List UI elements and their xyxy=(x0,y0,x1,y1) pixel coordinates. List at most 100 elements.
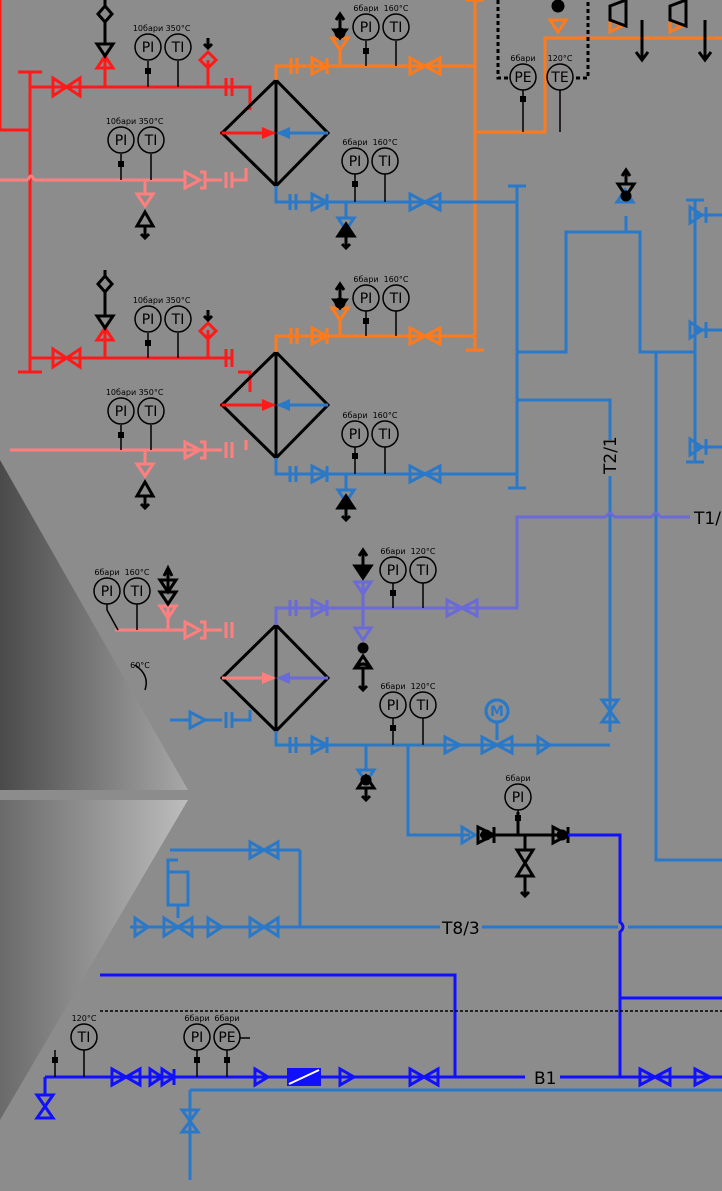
pi-red-2-label: PI xyxy=(142,312,155,328)
ti-pink-3-label: TI xyxy=(130,584,144,600)
pe-b1-rating: 6бари xyxy=(214,1014,239,1023)
ti-red-2-rating: 350°C xyxy=(166,296,191,305)
violet-lines xyxy=(274,511,690,628)
pi-red-2-bubble xyxy=(134,305,162,333)
ti-blue-3-label: TI xyxy=(416,698,430,714)
ti-pink-1-bubble xyxy=(137,126,165,154)
pi-pink-3-bubble xyxy=(93,577,121,605)
ti-orange-1-label: TI xyxy=(389,20,403,36)
flow-meter-mark xyxy=(288,1069,320,1085)
pi-orange-2-label: PI xyxy=(360,291,373,307)
partial-temp-rating: 60°C xyxy=(130,661,150,670)
pi-violet-bubble xyxy=(379,556,407,584)
pe-b1-label: PE xyxy=(218,1030,235,1046)
te-top-bubble xyxy=(546,63,574,91)
pi-pink-1-rating: 10бари xyxy=(106,117,136,126)
pi-b1-bubble xyxy=(183,1023,211,1051)
pi-pink-2-bubble xyxy=(107,397,135,425)
motor-label: M xyxy=(490,704,504,720)
tee-assembly xyxy=(476,812,572,899)
ti-pink-2-rating: 350°C xyxy=(139,388,164,397)
pi-pink-2-rating: 10бари xyxy=(106,388,136,397)
line-label-t2-1: T2/1 xyxy=(601,436,621,475)
ti-blue-2-label: TI xyxy=(378,427,392,443)
red-valves xyxy=(51,49,234,370)
ti-blue-1-rating: 160°C xyxy=(373,138,398,147)
instrument-taps xyxy=(54,41,561,1077)
ti-b1-bubble xyxy=(70,1023,98,1051)
pi-b1-rating: 6бари xyxy=(184,1014,209,1023)
pi-orange-1-rating: 6бари xyxy=(353,4,378,13)
pi-blue-2-bubble xyxy=(341,420,369,448)
orange-black-fittings xyxy=(331,0,713,311)
ti-pink-2-label: TI xyxy=(144,404,158,420)
ti-b1-rating: 120°C xyxy=(72,1014,97,1023)
ti-pink-3-bubble xyxy=(123,577,151,605)
ti-pink-1-rating: 350°C xyxy=(139,117,164,126)
pe-top-label: PE xyxy=(514,70,531,86)
pi-blue-3-bubble xyxy=(379,691,407,719)
pi-top-red-bubble xyxy=(134,33,162,61)
ti-top-red-bubble xyxy=(164,33,192,61)
ti-orange-1-bubble xyxy=(382,13,410,41)
red-black-fittings xyxy=(94,0,214,331)
pi-violet-rating: 6бари xyxy=(380,547,405,556)
pi-b1-label: PI xyxy=(191,1030,204,1046)
pi-blue-1-bubble xyxy=(341,147,369,175)
pi-blue-3-rating: 6бари xyxy=(380,682,405,691)
pi-pink-1-label: PI xyxy=(115,133,128,149)
ti-red-2-label: TI xyxy=(171,312,185,328)
pi-blue-1-label: PI xyxy=(349,154,362,170)
pi-violet-label: PI xyxy=(387,563,400,579)
line-label-t1-1: T1/1 xyxy=(693,509,722,529)
ti-blue-3-bubble xyxy=(409,691,437,719)
heat-exchanger-2 xyxy=(219,349,331,461)
pe-top-rating: 6бари xyxy=(510,54,535,63)
heat-exchanger-1 xyxy=(219,77,331,189)
line-label-t8-3: T8/3 xyxy=(441,919,480,939)
ti-pink-1-label: TI xyxy=(144,133,158,149)
ti-pink-3-rating: 160°C xyxy=(125,568,150,577)
ti-blue-1-bubble xyxy=(371,147,399,175)
pi-top-red-label: PI xyxy=(142,40,155,56)
pi-pink-3-label: PI xyxy=(101,584,114,600)
tap-valve-marks xyxy=(52,48,526,1063)
motor-bubble xyxy=(484,698,510,724)
pink-black-fittings xyxy=(134,208,179,607)
blue-b1-lines xyxy=(43,833,722,1095)
violet-black-fittings xyxy=(352,547,374,693)
pi-pink-3-rating: 6бари xyxy=(94,568,119,577)
pi-blue-3-label: PI xyxy=(387,698,400,714)
violet-valves xyxy=(310,580,479,643)
pi-orange-1-label: PI xyxy=(360,20,373,36)
pi-blue-2-label: PI xyxy=(349,427,362,443)
ti-red-2-bubble xyxy=(164,305,192,333)
background-shading xyxy=(0,460,188,1120)
ti-pink-2-bubble xyxy=(137,397,165,425)
pi-pink-1-bubble xyxy=(107,126,135,154)
ti-blue-1-label: TI xyxy=(378,154,392,170)
pe-top-bubble xyxy=(509,63,537,91)
steelblue-black-fittings xyxy=(335,167,637,803)
heat-exchanger-3 xyxy=(219,622,331,734)
ti-b1-label: TI xyxy=(77,1030,91,1046)
red-steam-lines xyxy=(0,0,276,407)
pi-pink-2-label: PI xyxy=(115,404,128,420)
ti-orange-1-rating: 160°C xyxy=(384,4,409,13)
pi-top-red-rating: 10бари xyxy=(133,24,163,33)
ti-violet-label: TI xyxy=(416,563,430,579)
ti-orange-2-bubble xyxy=(382,284,410,312)
pi-orange-1-bubble xyxy=(352,13,380,41)
ti-top-red-rating: 350°C xyxy=(166,24,191,33)
pi-tee-bubble xyxy=(504,783,532,811)
ti-violet-rating: 120°C xyxy=(411,547,436,556)
ti-blue-2-rating: 160°C xyxy=(373,411,398,420)
steelblue-lines xyxy=(130,184,722,1180)
line-label-b1: B1 xyxy=(534,1069,556,1089)
blue-b1-valves xyxy=(34,1066,714,1120)
te-top-rating: 120°C xyxy=(548,54,573,63)
pi-blue-2-rating: 6бари xyxy=(342,411,367,420)
ti-orange-2-label: TI xyxy=(389,291,403,307)
ti-blue-3-rating: 120°C xyxy=(411,682,436,691)
